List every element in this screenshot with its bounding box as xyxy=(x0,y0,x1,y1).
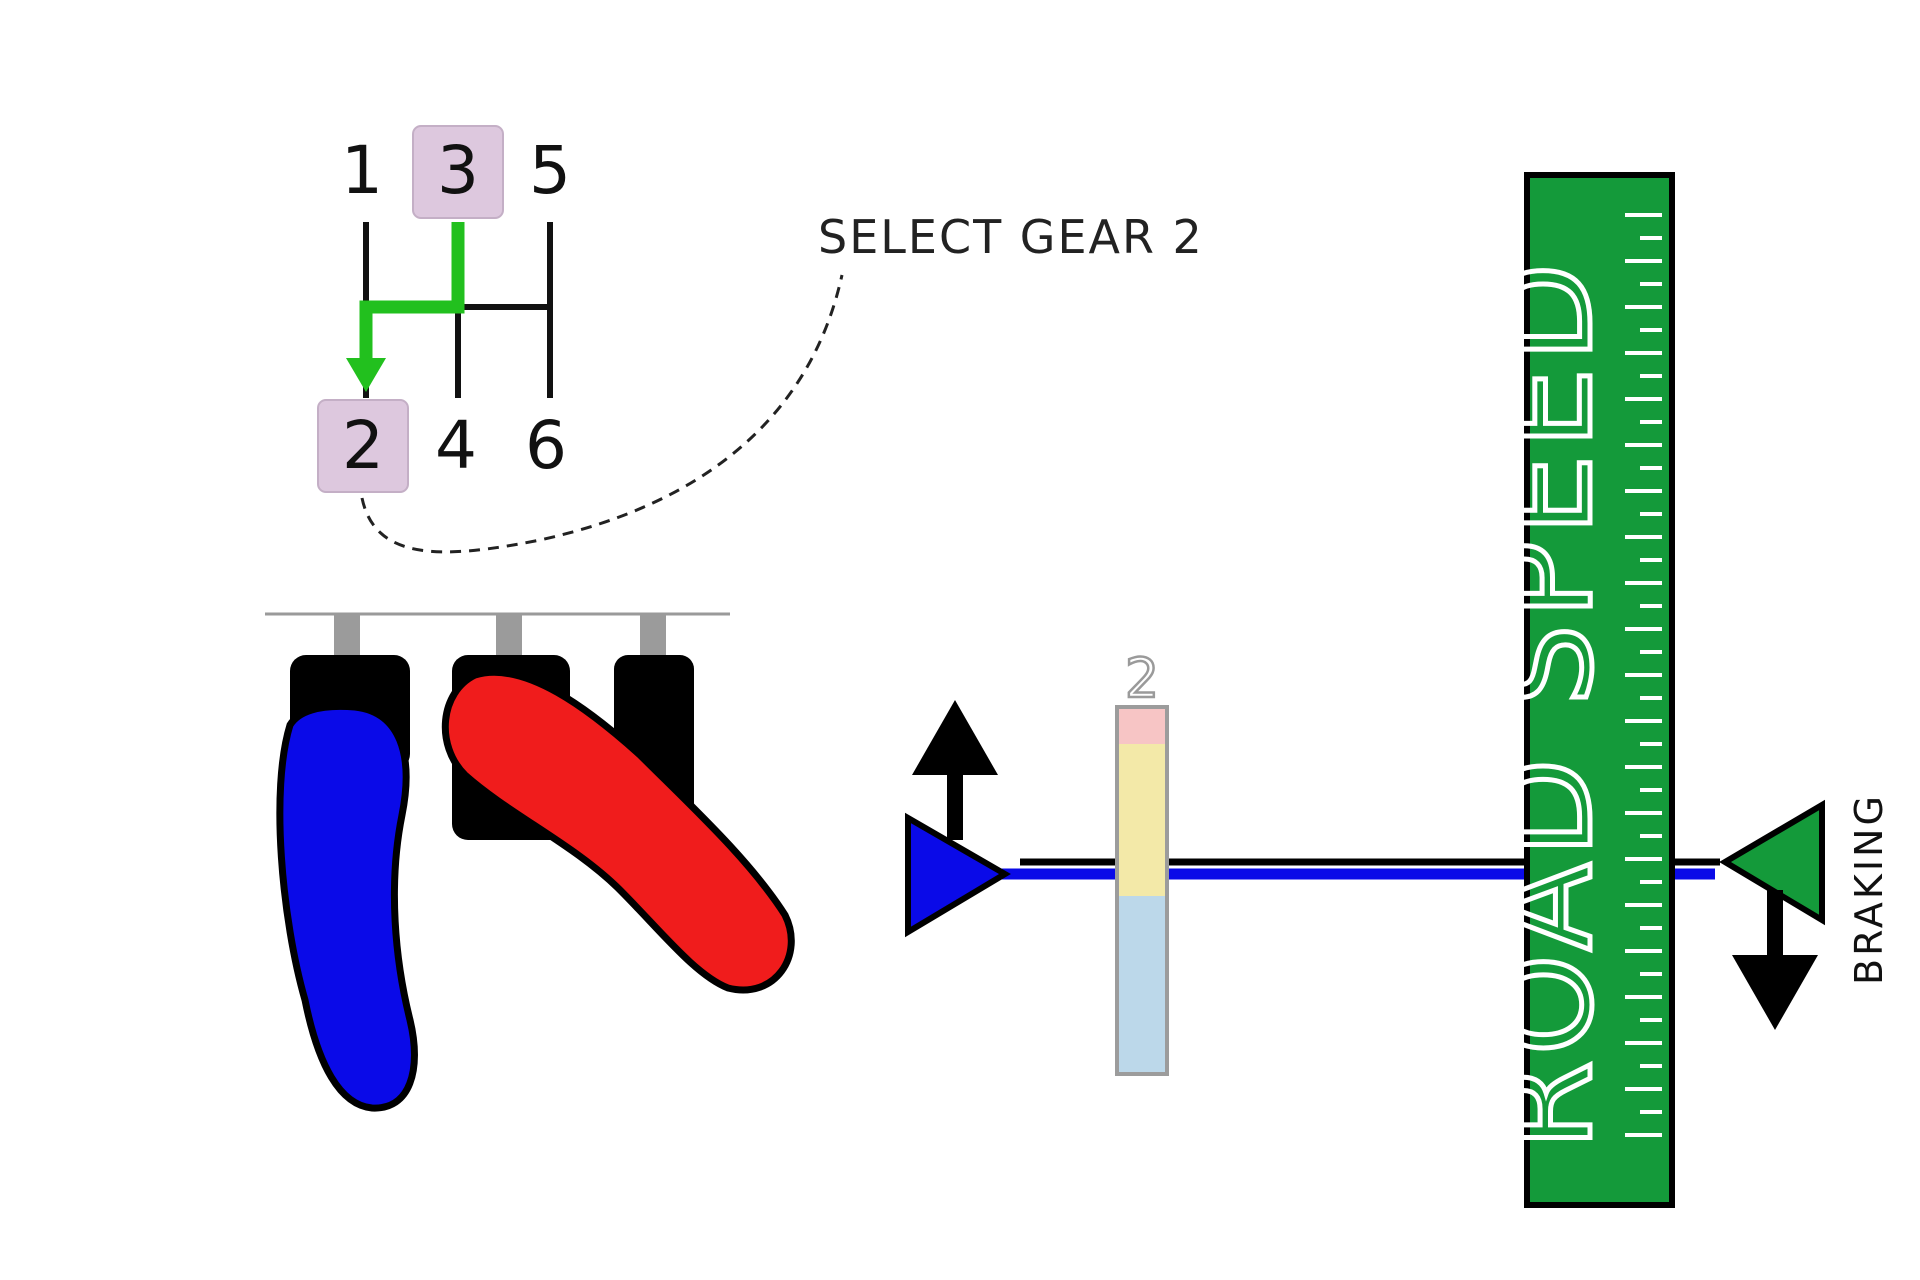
up-arrow-icon xyxy=(912,700,998,775)
gear-label-1: 1 xyxy=(341,132,383,209)
gear-highlight-3 xyxy=(412,125,504,219)
gauge-band-blue xyxy=(1117,896,1167,1074)
gear-gauge: 2 xyxy=(1115,646,1169,1076)
clutch-pedal xyxy=(276,702,418,1112)
road-speed-bar: ROAD SPEED xyxy=(1470,172,1675,1208)
gauge-band-red xyxy=(1117,707,1167,744)
speed-scale xyxy=(1625,213,1662,1137)
shift-path xyxy=(359,222,465,362)
braking-label: BRAKING xyxy=(1847,793,1891,985)
down-arrow-icon xyxy=(1732,955,1818,1030)
gearbox-diagram: 1 3 5 2 4 6 xyxy=(317,125,571,493)
callout-text: SELECT GEAR 2 xyxy=(818,210,1204,264)
gauge-band-yellow xyxy=(1117,744,1167,896)
gear-label-2: 2 xyxy=(342,407,384,484)
gear-label-3: 3 xyxy=(437,132,479,209)
braking-indicator: BRAKING xyxy=(1719,793,1891,1030)
road-speed-panel xyxy=(1524,172,1675,1208)
shift-arrow-icon xyxy=(346,358,386,392)
pedal-box xyxy=(265,612,795,1112)
gauge-label: 2 xyxy=(1125,647,1159,710)
gear-highlight-2 xyxy=(317,399,409,493)
select-gear-callout: SELECT GEAR 2 xyxy=(360,210,1204,554)
gear-label-6: 6 xyxy=(525,407,567,484)
road-speed-label: ROAD SPEED xyxy=(1472,257,1621,1150)
gauge-frame xyxy=(1115,705,1169,1076)
callout-leader-line xyxy=(360,274,844,554)
gear-label-4: 4 xyxy=(435,407,477,484)
brake-pedal xyxy=(441,668,795,994)
gear-label-5: 5 xyxy=(529,132,571,209)
throttle-marker-icon xyxy=(905,812,1011,938)
